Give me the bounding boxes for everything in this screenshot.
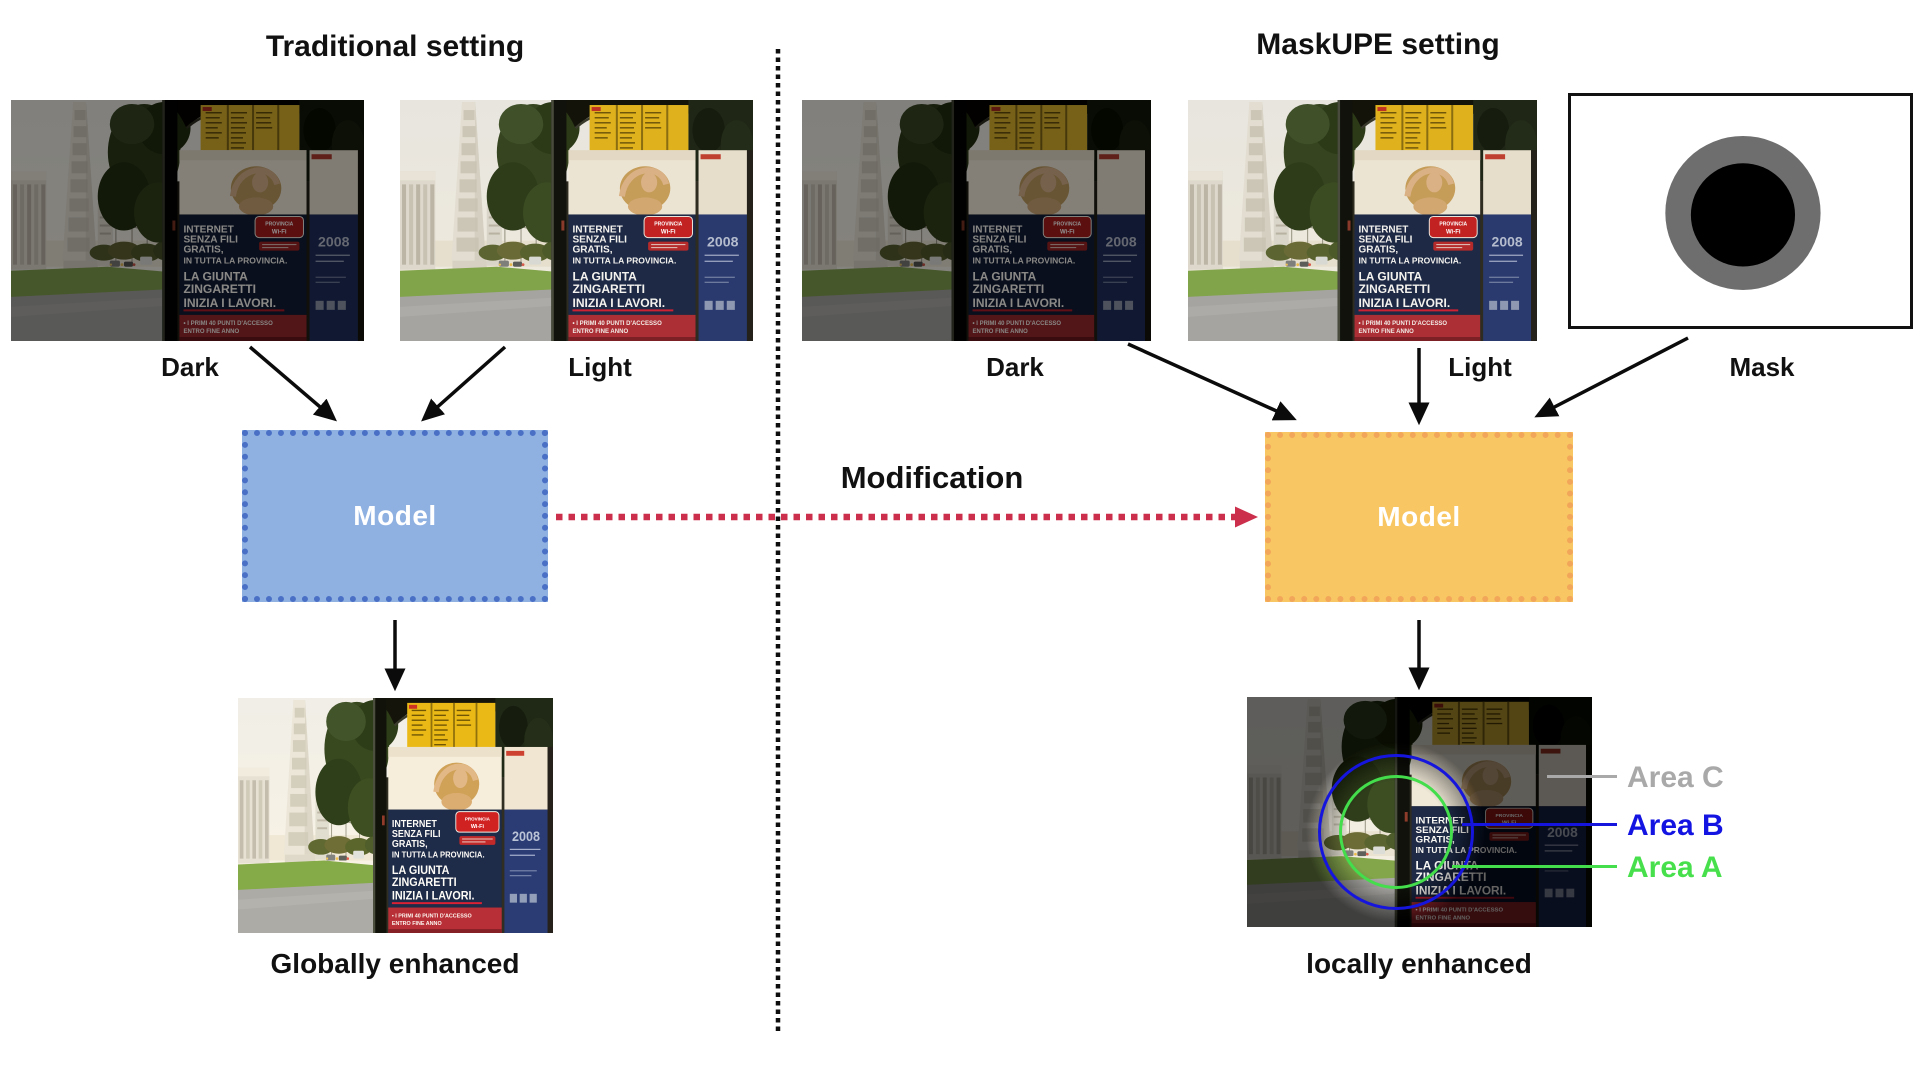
area-a-callout-line	[1452, 865, 1617, 868]
output-image-globally-enhanced	[238, 698, 553, 933]
model-label-maskupe: Model	[1377, 501, 1461, 532]
input-image-dark-maskupe	[802, 100, 1151, 341]
input-image-mask	[1568, 93, 1913, 329]
output-image-locally-enhanced	[1247, 697, 1592, 927]
model-box-maskupe: Model	[1265, 432, 1573, 602]
input-image-light-traditional	[400, 100, 753, 341]
label-light-maskupe: Light	[1448, 352, 1512, 382]
output-label-locally-enhanced: locally enhanced	[1306, 948, 1532, 979]
label-dark-maskupe: Dark	[986, 352, 1044, 382]
output-label-globally-enhanced: Globally enhanced	[270, 948, 520, 979]
area-b-label: Area B	[1627, 809, 1724, 842]
area-a-circle	[1339, 775, 1453, 889]
input-image-dark-traditional	[11, 100, 364, 341]
label-dark-traditional: Dark	[161, 352, 219, 382]
arrow-light-to-model-traditional	[421, 345, 507, 422]
title-maskupe-setting: MaskUPE setting	[1256, 28, 1500, 61]
area-b-callout-line	[1462, 823, 1617, 826]
model-label-traditional: Model	[353, 500, 437, 531]
input-image-light-maskupe	[1188, 100, 1537, 341]
model-box-traditional: Model	[242, 430, 548, 602]
modification-label: Modification	[840, 460, 1024, 495]
mask-inner-circle	[1690, 163, 1796, 267]
area-a-label: Area A	[1627, 851, 1723, 884]
arrow-dark-to-model-maskupe	[1127, 342, 1297, 421]
label-light-traditional: Light	[568, 352, 632, 382]
area-c-callout-line	[1547, 775, 1617, 778]
area-b-circle	[1318, 754, 1474, 910]
title-traditional-setting: Traditional setting	[265, 30, 525, 63]
label-mask: Mask	[1729, 352, 1795, 382]
area-c-label: Area C	[1627, 761, 1724, 794]
